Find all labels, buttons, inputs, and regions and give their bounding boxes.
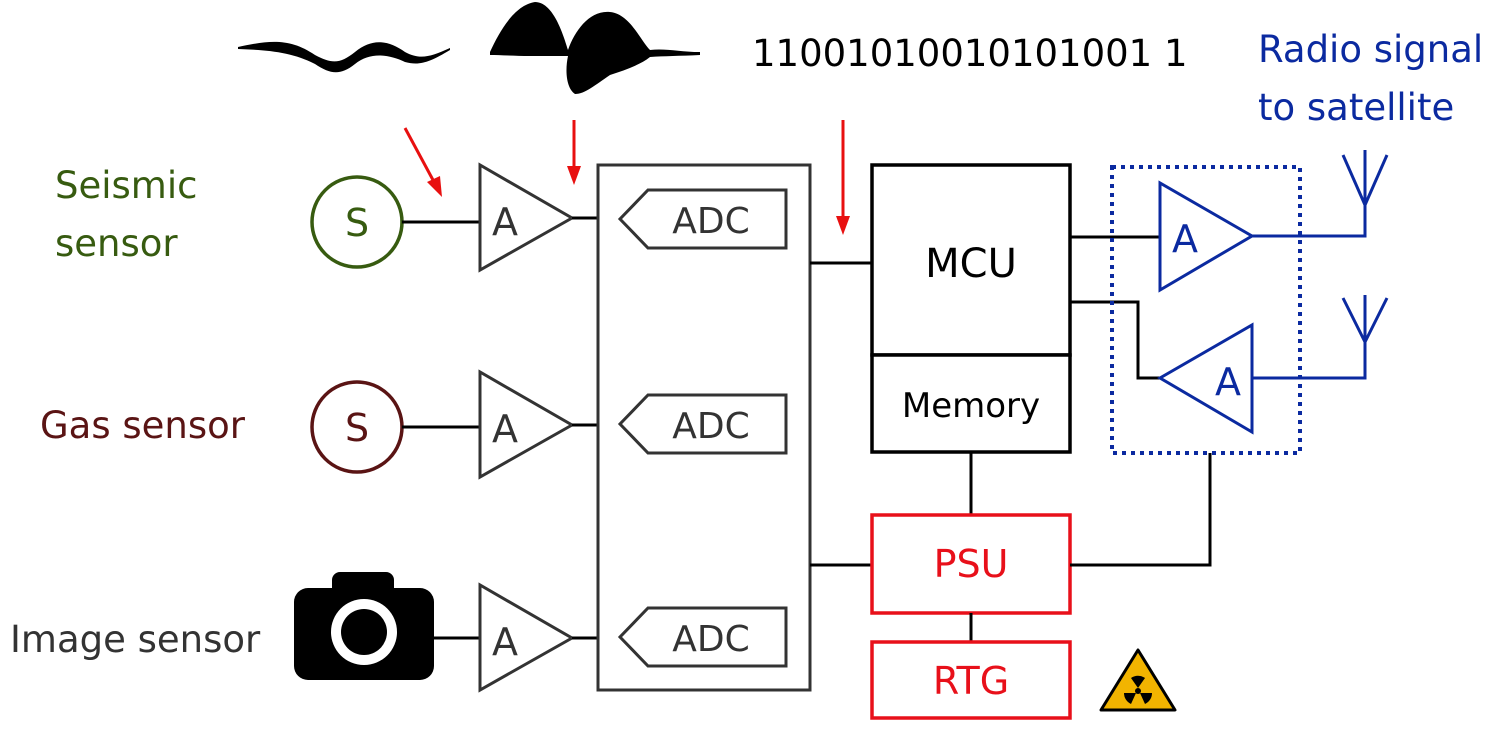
psu-label: PSU bbox=[934, 542, 1009, 586]
mcu-label: MCU bbox=[925, 241, 1017, 287]
gas-sensor-label: Gas sensor bbox=[40, 404, 246, 447]
gas-sensor-symbol: S bbox=[310, 380, 404, 474]
mcu-block bbox=[870, 163, 1072, 357]
antenna-icon bbox=[1341, 150, 1389, 206]
gas-amplifier: A bbox=[478, 369, 576, 480]
amplifier-symbol: A bbox=[1215, 360, 1241, 404]
antenna-icon bbox=[1341, 295, 1389, 343]
receive-amplifier: A bbox=[1157, 322, 1254, 435]
seismic-sensor-label-line2: sensor bbox=[55, 222, 178, 265]
wire-rx-amp-to-antenna bbox=[1252, 340, 1367, 380]
analog-signal-amplified-waveform-icon bbox=[490, 2, 700, 94]
seismic-sensor-label-line1: Seismic bbox=[55, 164, 197, 207]
memory-block bbox=[870, 353, 1072, 454]
radio-signal-label-line2: to satellite bbox=[1258, 86, 1454, 129]
image-amplifier: A bbox=[478, 582, 576, 693]
adc-block: ADC bbox=[617, 188, 788, 250]
seismic-amplifier: A bbox=[478, 162, 576, 273]
rtg-block bbox=[870, 640, 1072, 720]
amplifier-symbol: A bbox=[492, 620, 518, 664]
radiation-warning-icon bbox=[1099, 648, 1177, 712]
adc-label: ADC bbox=[672, 619, 749, 660]
digital-signal-text: 11001010010101001 1 bbox=[752, 32, 1188, 75]
adc-label: ADC bbox=[672, 406, 749, 447]
analog-signal-weak-waveform-icon bbox=[238, 41, 450, 73]
wire-psu-to-radio-module bbox=[1070, 453, 1212, 567]
wire-rx-amp-to-mcu bbox=[1070, 300, 1160, 380]
adc-block: ADC bbox=[617, 393, 788, 455]
rtg-label: RTG bbox=[933, 659, 1009, 703]
wire-tx-amp-to-antenna bbox=[1252, 195, 1367, 238]
image-sensor-label: Image sensor bbox=[10, 618, 261, 661]
memory-label: Memory bbox=[902, 386, 1040, 426]
adc-bank bbox=[596, 163, 812, 692]
red-arrow-icon bbox=[403, 127, 442, 197]
transmit-amplifier: A bbox=[1158, 180, 1255, 293]
red-arrow-icon bbox=[836, 120, 850, 235]
red-arrow-icon bbox=[567, 120, 581, 185]
seismic-sensor-symbol-letter: S bbox=[345, 201, 369, 245]
amplifier-symbol: A bbox=[492, 200, 518, 244]
amplifier-symbol: A bbox=[492, 407, 518, 451]
radio-module-box bbox=[1110, 165, 1302, 455]
gas-sensor-symbol-letter: S bbox=[345, 406, 369, 450]
amplifier-symbol: A bbox=[1172, 217, 1198, 261]
adc-label: ADC bbox=[672, 201, 749, 242]
camera-icon bbox=[294, 572, 434, 680]
radio-signal-label-line1: Radio signal bbox=[1258, 28, 1483, 71]
adc-block: ADC bbox=[617, 606, 788, 668]
seismic-sensor-symbol: S bbox=[310, 175, 404, 269]
